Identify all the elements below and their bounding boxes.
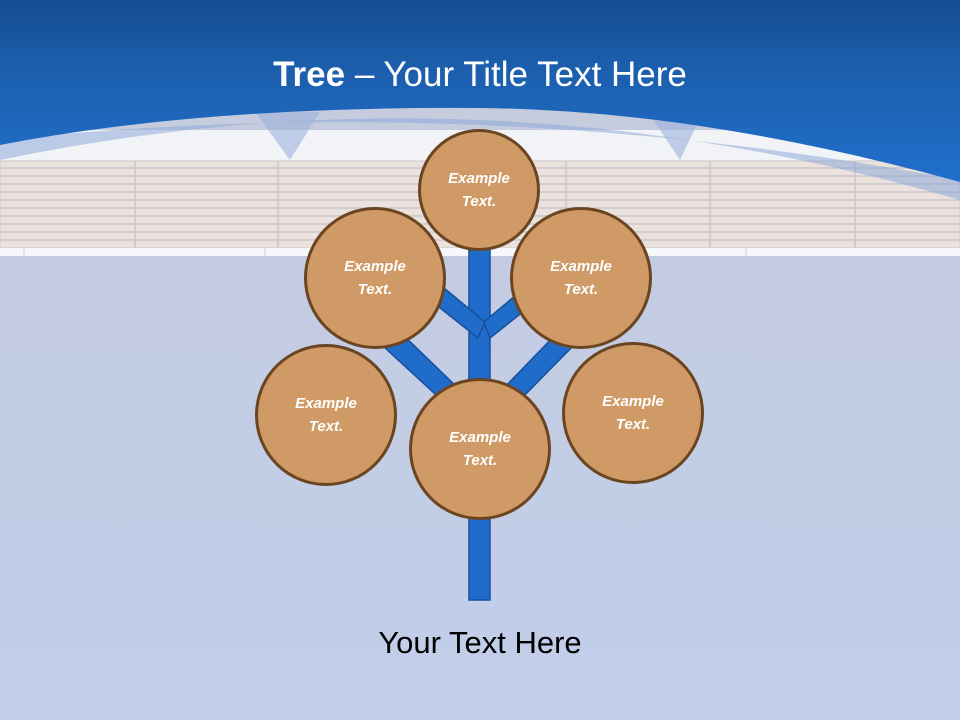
node-label: Example Text. xyxy=(602,393,664,433)
caption-text: Your Text Here xyxy=(378,625,582,660)
node-label: Example Text. xyxy=(449,429,511,469)
tree-node-lower-right[interactable]: Example Text. xyxy=(562,342,704,484)
node-label: Example Text. xyxy=(448,170,510,210)
title-rest: – Your Title Text Here xyxy=(345,55,687,94)
node-label: Example Text. xyxy=(550,258,612,298)
node-label: Example Text. xyxy=(295,395,357,435)
tree-node-center[interactable]: Example Text. xyxy=(409,378,551,520)
tree-node-upper-left[interactable]: Example Text. xyxy=(304,207,446,349)
node-label: Example Text. xyxy=(344,258,406,298)
tree-node-lower-left[interactable]: Example Text. xyxy=(255,344,397,486)
tree-node-upper-right[interactable]: Example Text. xyxy=(510,207,652,349)
slide-title: Tree – Your Title Text Here xyxy=(0,52,960,98)
title-bold: Tree xyxy=(273,55,346,94)
tree-node-top[interactable]: Example Text. xyxy=(418,129,540,251)
